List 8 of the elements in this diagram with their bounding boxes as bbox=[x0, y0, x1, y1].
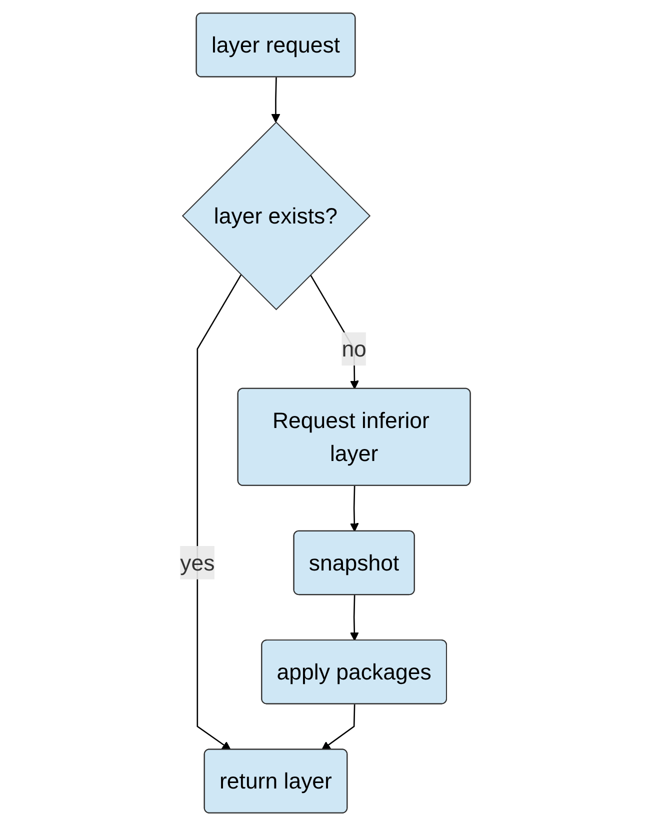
arrow bbox=[321, 704, 356, 750]
edge-label: yes bbox=[180, 550, 215, 576]
node-diamond: layer exists? bbox=[182, 122, 370, 310]
arrow bbox=[350, 486, 359, 532]
arrow bbox=[271, 77, 280, 123]
edge-label: no bbox=[341, 336, 366, 362]
arrow bbox=[350, 595, 359, 641]
arrow bbox=[196, 274, 242, 750]
